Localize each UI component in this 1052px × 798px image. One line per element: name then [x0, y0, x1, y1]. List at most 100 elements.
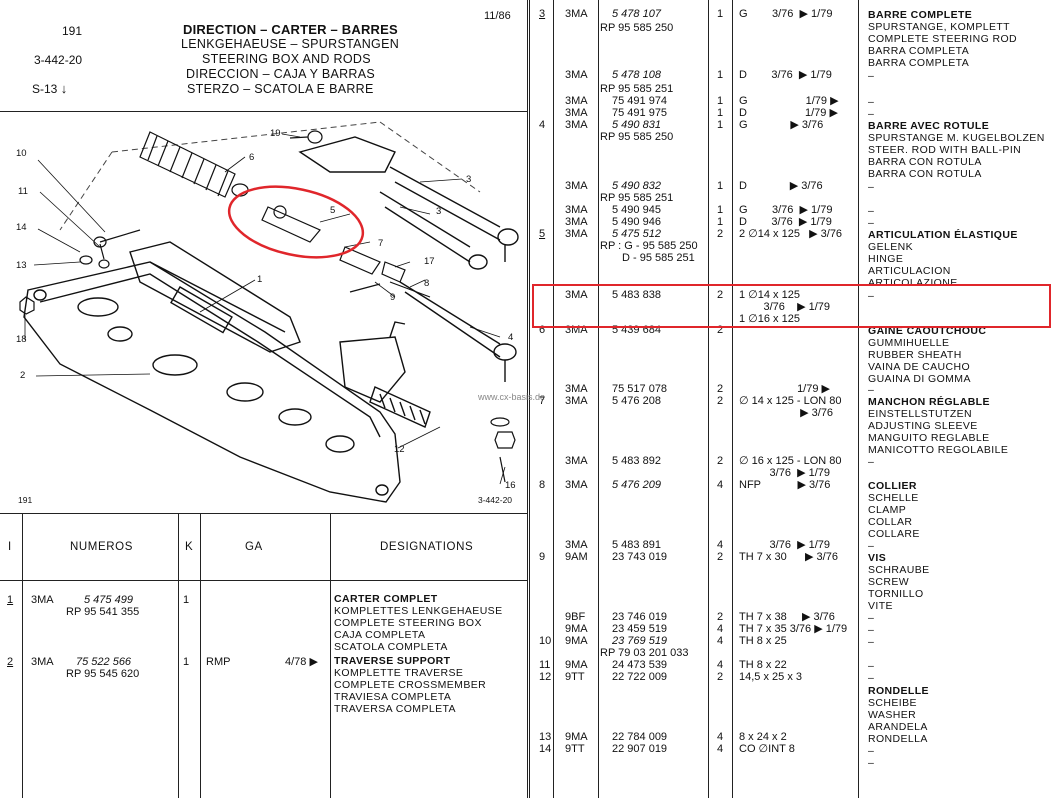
right-row-ga: ▶ 3/76	[739, 407, 834, 419]
right-row-ma: 9MA	[565, 623, 588, 635]
designation-line: SCHRAUBE	[868, 564, 930, 576]
right-row-ma: 3MA	[565, 539, 588, 551]
right-row-number: 5 476 209	[612, 479, 661, 491]
right-row-k: 4	[717, 635, 724, 647]
right-row-ga: D ▶ 3/76	[739, 180, 823, 192]
right-row-index: 4	[539, 119, 546, 131]
col-header-designations: DESIGNATIONS	[380, 541, 474, 553]
right-row-number: 5 476 208	[612, 395, 661, 407]
designation-line: MANGUITO REGLABLE	[868, 432, 990, 444]
right-row-number: 5 483 838	[612, 289, 661, 301]
title-fr: DIRECTION – CARTER – BARRES	[183, 22, 398, 37]
right-row-ga: 3/76 ▶ 1/79	[739, 539, 831, 551]
designation-line: SCHEIBE	[868, 697, 917, 709]
right-row-k: 4	[717, 623, 724, 635]
callout-12: 12	[394, 444, 405, 455]
callout-10: 10	[16, 148, 27, 159]
designation-heading: ARTICULATION ÉLASTIQUE	[868, 229, 1018, 241]
reference-code: 3-442-20	[34, 53, 83, 67]
right-row-ma: 3MA	[565, 383, 588, 395]
right-row-k: 1	[717, 216, 724, 228]
right-row-ga: D 3/76 ▶ 1/79	[739, 69, 832, 81]
right-row-k: 2	[717, 395, 724, 407]
designation-line: –	[868, 456, 875, 468]
left-row-2-k: 1	[183, 656, 190, 668]
right-row-number: 75 491 975	[612, 107, 668, 119]
callout-4: 4	[508, 332, 514, 343]
left-row-2-num1: 75 522 566	[76, 656, 132, 668]
right-row-number: 22 907 019	[612, 743, 668, 755]
left-row-1-index: 1	[7, 594, 14, 606]
right-row-ga: CO ∅INT 8	[739, 743, 795, 755]
right-row-number: 5 490 946	[612, 216, 661, 228]
designation-line: –	[868, 217, 875, 229]
designation-line: SCHELLE	[868, 492, 919, 504]
right-row-ma: 3MA	[565, 119, 588, 131]
right-row-number: 24 473 539	[612, 659, 668, 671]
right-row-k: 2	[717, 383, 724, 395]
right-row-ga: TH 7 x 30 ▶ 3/76	[739, 551, 838, 563]
designation-line: COMPLETE STEERING ROD	[868, 33, 1018, 45]
right-row-number: RP 95 585 250	[600, 22, 674, 34]
right-row-number: 23 746 019	[612, 611, 668, 623]
desig-line: TRAVERSE SUPPORT	[334, 655, 451, 667]
designation-line: ARTICULACION	[868, 265, 951, 277]
right-row-index: 12	[539, 671, 552, 683]
right-row-number: 5 478 108	[612, 69, 661, 81]
right-row-k: 2	[717, 324, 724, 336]
designation-line: CLAMP	[868, 504, 907, 516]
right-row-k: 4	[717, 731, 724, 743]
designation-line: TORNILLO	[868, 588, 924, 600]
right-row-k: 1	[717, 95, 724, 107]
right-row-ma: 3MA	[565, 395, 588, 407]
right-row-index: 10	[539, 635, 552, 647]
desig-line: TRAVIESA COMPLETA	[334, 691, 452, 703]
right-row-k: 2	[717, 551, 724, 563]
designation-line: MANICOTTO REGOLABILE	[868, 444, 1009, 456]
right-row-k: 1	[717, 69, 724, 81]
callout-8: 8	[424, 278, 430, 289]
right-row-ga: ∅ 14 x 125 - LON 80	[739, 395, 842, 407]
designation-line: –	[868, 745, 875, 757]
right-row-number: 5 483 892	[612, 455, 661, 467]
right-row-ma: 3MA	[565, 228, 588, 240]
callout-16: 16	[505, 480, 516, 491]
page-number: 191	[62, 24, 83, 38]
designation-line: –	[868, 540, 875, 552]
callout-17: 17	[424, 256, 435, 267]
right-row-ga: TH 7 x 35 3/76 ▶ 1/79	[739, 623, 848, 635]
designation-line: –	[868, 290, 875, 302]
right-row-ga: NFP ▶ 3/76	[739, 479, 831, 491]
steering-box-diagram	[19, 121, 519, 503]
designation-line: ARTICOLAZIONE	[868, 277, 958, 289]
designation-line: –	[868, 181, 875, 193]
right-row-index: 5	[539, 228, 546, 240]
designation-heading: GAINE CAOUTCHOUC	[868, 325, 987, 337]
left-row-2-ga: RMP	[206, 656, 231, 668]
right-row-number: 23 743 019	[612, 551, 668, 563]
right-row-k: 4	[717, 539, 724, 551]
callout-5: 5	[330, 205, 336, 216]
designation-line: BARRA CON ROTULA	[868, 168, 982, 180]
right-row-index: 7	[539, 395, 546, 407]
designation-heading: MANCHON RÉGLABLE	[868, 396, 990, 408]
right-row-ma: 3MA	[565, 479, 588, 491]
right-row-ma: 9AM	[565, 551, 588, 563]
designation-line: SPURSTANGE, KOMPLETT	[868, 21, 1010, 33]
designation-heading: RONDELLE	[868, 685, 929, 697]
right-row-ma: 3MA	[565, 8, 588, 20]
designation-line: –	[868, 108, 875, 120]
designation-line: BARRA COMPLETA	[868, 57, 970, 69]
right-row-ma: 3MA	[565, 69, 588, 81]
designation-heading: BARRE COMPLETE	[868, 9, 973, 21]
right-row-number: 23 459 519	[612, 623, 668, 635]
left-row-1-num2: RP 95 541 355	[66, 606, 140, 618]
right-row-ga: 1/79 ▶	[739, 383, 830, 395]
right-row-number: D - 95 585 251	[622, 252, 695, 264]
right-row-index: 11	[539, 659, 551, 671]
callout-2: 2	[20, 370, 26, 381]
right-row-k: 1	[717, 107, 724, 119]
desig-line: SCATOLA COMPLETA	[334, 641, 448, 653]
right-row-ga: G 1/79 ▶	[739, 95, 839, 107]
right-row-number: 75 491 974	[612, 95, 668, 107]
